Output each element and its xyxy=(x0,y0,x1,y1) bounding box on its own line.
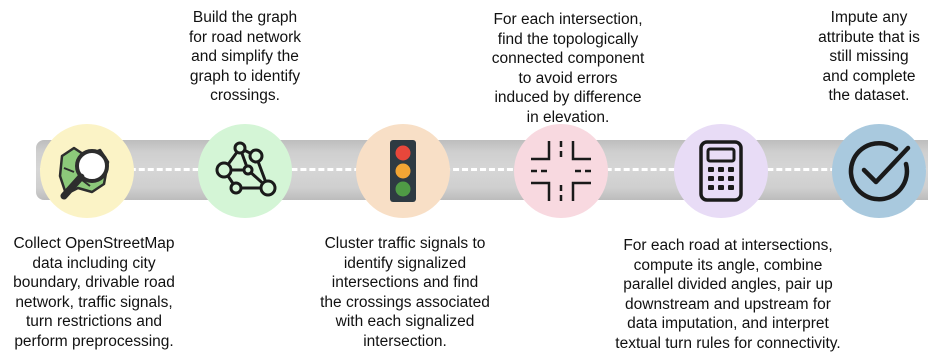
step-3-caption: Cluster traffic signals to identify sign… xyxy=(320,235,490,350)
step-2-caption: Build the graph for road network and sim… xyxy=(189,9,301,104)
step-6-circle xyxy=(832,124,926,218)
step-2-circle xyxy=(198,124,292,218)
step-1-caption: Collect OpenStreetMap data including cit… xyxy=(13,235,175,350)
step-4-circle xyxy=(514,124,608,218)
intersection-icon xyxy=(531,141,591,201)
step-1-circle xyxy=(40,124,134,218)
calculator-icon xyxy=(699,140,743,202)
step-3-circle xyxy=(356,124,450,218)
road-center-line xyxy=(40,168,926,171)
step-5-circle xyxy=(674,124,768,218)
step-6-caption: Impute any attribute that is still missi… xyxy=(818,9,920,104)
step-4-caption: For each intersection, find the topologi… xyxy=(491,11,645,126)
traffic-light-icon xyxy=(390,140,416,202)
step-5-caption: For each road at intersections, compute … xyxy=(615,237,841,352)
map-search-icon xyxy=(58,146,110,200)
checkmark-icon xyxy=(848,140,911,202)
graph-network-icon xyxy=(215,141,277,197)
